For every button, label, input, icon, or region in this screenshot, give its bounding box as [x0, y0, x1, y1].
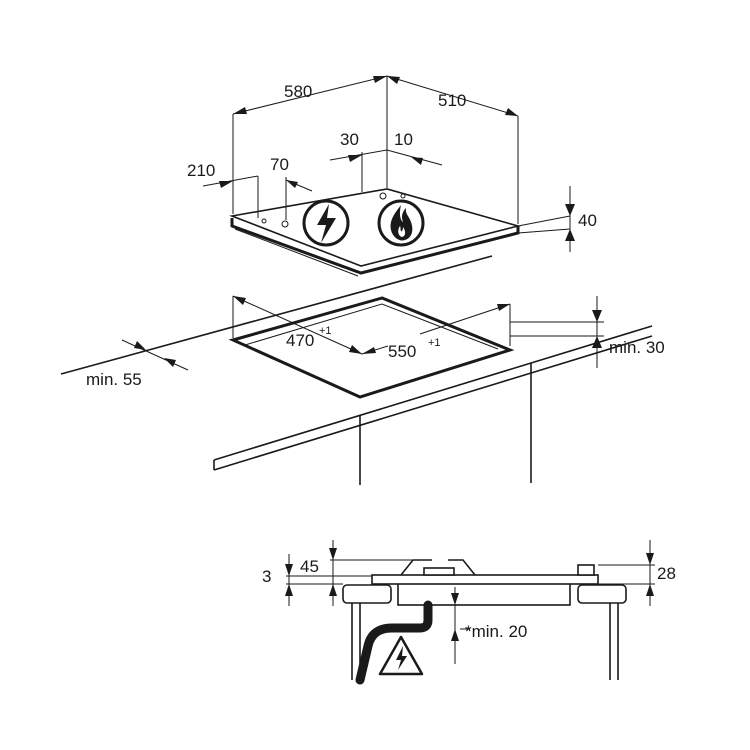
hob-top-plate [229, 188, 522, 267]
dimension-min-55 [121, 339, 189, 371]
dim-label-550: 550 [388, 342, 416, 361]
cutout-opening [228, 296, 515, 399]
dimension-28 [646, 540, 654, 606]
hob-top-view [229, 188, 522, 277]
dim-label-510: 510 [438, 91, 466, 110]
gas-flame-icon [377, 199, 425, 247]
dim-label-45: 45 [300, 557, 319, 576]
dimension-550 [361, 303, 511, 355]
dimension-45 [329, 540, 337, 606]
dim-label-3: 3 [262, 567, 271, 586]
dim-label-10: 10 [394, 130, 413, 149]
dim-label-28: 28 [657, 564, 676, 583]
dimension-210-70 [202, 175, 313, 220]
dimension-40 [517, 186, 575, 252]
dim-label-470: 470 [286, 331, 314, 350]
dimension-30-10 [329, 149, 443, 192]
dim-label-min-30: min. 30 [609, 338, 665, 357]
dim-label-30: 30 [340, 130, 359, 149]
electric-warning-triangle-icon [378, 635, 424, 676]
dimension-min-30 [510, 296, 604, 368]
dim-label-70: 70 [270, 155, 289, 174]
electric-lightning-icon [302, 199, 350, 247]
dim-label-min-55: min. 55 [86, 370, 142, 389]
dim-tol-470: +1 [319, 325, 332, 337]
dim-label-40: 40 [578, 211, 597, 230]
dim-tol-550: +1 [428, 337, 441, 349]
dim-label-min-20: *min. 20 [465, 622, 527, 641]
dim-label-580: 580 [284, 82, 312, 101]
dimension-470 [232, 295, 363, 355]
dimension-3 [285, 554, 293, 606]
dimension-min-20 [451, 587, 459, 664]
dimension-510 [386, 75, 519, 224]
side-section-view [286, 559, 655, 685]
dimension-580 [232, 75, 388, 214]
dim-label-210: 210 [187, 161, 215, 180]
worktop [60, 255, 653, 485]
